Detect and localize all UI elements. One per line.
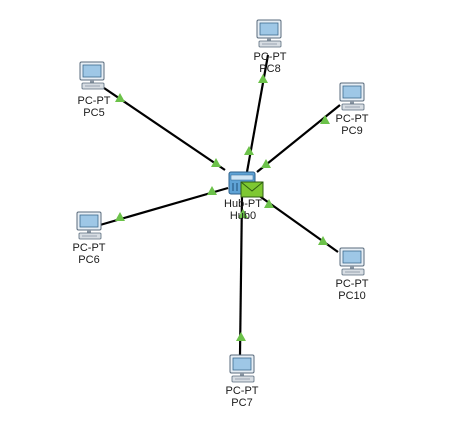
link-light-pc9-hub xyxy=(261,159,271,168)
pc5-name-label: PC5 xyxy=(83,107,104,119)
pc-icon xyxy=(79,61,105,90)
cable-pc9-hub[interactable] xyxy=(256,104,341,173)
link-light-pc7-end xyxy=(236,332,246,341)
pc10-device[interactable]: PC-PT PC10 xyxy=(336,247,369,302)
pc7-type-label: PC-PT xyxy=(226,385,259,397)
pc-icon xyxy=(339,247,365,276)
link-lights xyxy=(115,74,330,341)
link-light-pc6-end xyxy=(115,212,125,221)
pc7-name-label: PC7 xyxy=(231,397,252,409)
hub-name-label: Hub0 xyxy=(230,210,256,222)
pc8-type-label: PC-PT xyxy=(254,51,287,63)
pc6-device[interactable]: PC-PT PC6 xyxy=(73,211,106,266)
pc9-name-label: PC9 xyxy=(341,125,362,137)
hub-type-label: Hub-PT xyxy=(224,198,262,210)
pc8-device[interactable]: PC-PT PC8 xyxy=(254,19,287,75)
pc5-type-label: PC-PT xyxy=(78,95,111,107)
pc6-type-label: PC-PT xyxy=(73,242,106,254)
pc6-name-label: PC6 xyxy=(78,254,99,266)
pc5-device[interactable]: PC-PT PC5 xyxy=(78,61,111,119)
link-light-pc10-end xyxy=(318,236,328,245)
cable-pc7-hub[interactable] xyxy=(238,194,244,356)
pc8-name-label: PC8 xyxy=(259,63,280,75)
cables xyxy=(99,54,341,356)
pc9-device[interactable]: PC-PT PC9 xyxy=(336,82,369,137)
pc7-device[interactable]: PC-PT PC7 xyxy=(226,354,259,409)
pc-icon xyxy=(256,19,282,48)
pc-icon xyxy=(339,82,365,111)
pc-icon xyxy=(76,211,102,240)
hub-device[interactable]: Hub-PT Hub0 xyxy=(224,171,264,222)
pdu-envelope-icon[interactable] xyxy=(240,181,264,198)
pc10-type-label: PC-PT xyxy=(336,278,369,290)
pc-icon xyxy=(229,354,255,383)
pc9-type-label: PC-PT xyxy=(336,113,369,125)
link-light-pc8-end xyxy=(258,74,268,83)
pc10-name-label: PC10 xyxy=(338,290,366,302)
